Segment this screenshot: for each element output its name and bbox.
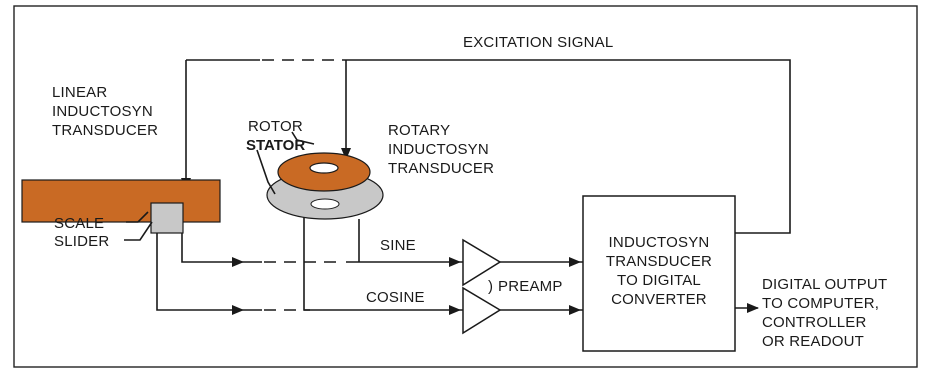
rotary-label-2: INDUCTOSYN [388,141,489,158]
excitation-arrow-rotor [341,148,351,160]
rotary-label-3: TRANSDUCER [388,160,494,177]
rotor-hole [309,162,339,174]
converter-label-4: CONVERTER [611,291,707,308]
cosine-label: COSINE [366,289,425,306]
cosine-linear-wire [156,233,262,311]
converter-cosine-arrow [569,305,581,315]
linear-label-2: INDUCTOSYN [52,103,153,120]
output-label-2: TO COMPUTER, [762,295,879,312]
stator-label: STATOR [246,137,305,154]
preamp-sine-triangle [462,238,502,287]
output-arrow [747,303,759,313]
stator-leader [256,149,276,195]
preamp-brace: ) [488,278,493,295]
converter-label-1: INDUCTOSYN [609,234,710,251]
sine-preamp-arrow [449,257,461,267]
linear-label-3: TRANSDUCER [52,122,158,139]
output-label-3: CONTROLLER [762,314,867,331]
converter-sine-arrow [569,257,581,267]
preamp-cosine-triangle [462,286,502,335]
cosine-preamp-arrow [449,305,461,315]
rotary-label-1: ROTARY [388,122,450,139]
output-label-1: DIGITAL OUTPUT [762,276,887,293]
cosine-rotary-wire [303,217,463,311]
cosine-linear-arrow [232,305,244,315]
diagram-frame [13,5,918,368]
converter-label-2: TRANSDUCER [606,253,712,270]
converter-label-3: TO DIGITAL [617,272,701,289]
slider-block [150,202,184,234]
stator-hole [310,198,340,210]
scale-bar [21,179,221,223]
sine-label: SINE [380,237,416,254]
slider-leader [124,221,153,241]
rotor-leader [291,131,315,145]
excitation-top-right [342,59,791,234]
slider-label: SLIDER [54,233,109,250]
output-label-4: OR READOUT [762,333,864,350]
excitation-label: EXCITATION SIGNAL [463,34,613,51]
sine-linear-arrow [232,257,244,267]
preamp-label: PREAMP [498,278,563,295]
scale-leader [126,211,149,223]
rotor-label: ROTOR [248,118,303,135]
sine-linear-wire [181,233,262,263]
converter-box [582,195,736,352]
scale-label: SCALE [54,215,104,232]
linear-label-1: LINEAR [52,84,107,101]
